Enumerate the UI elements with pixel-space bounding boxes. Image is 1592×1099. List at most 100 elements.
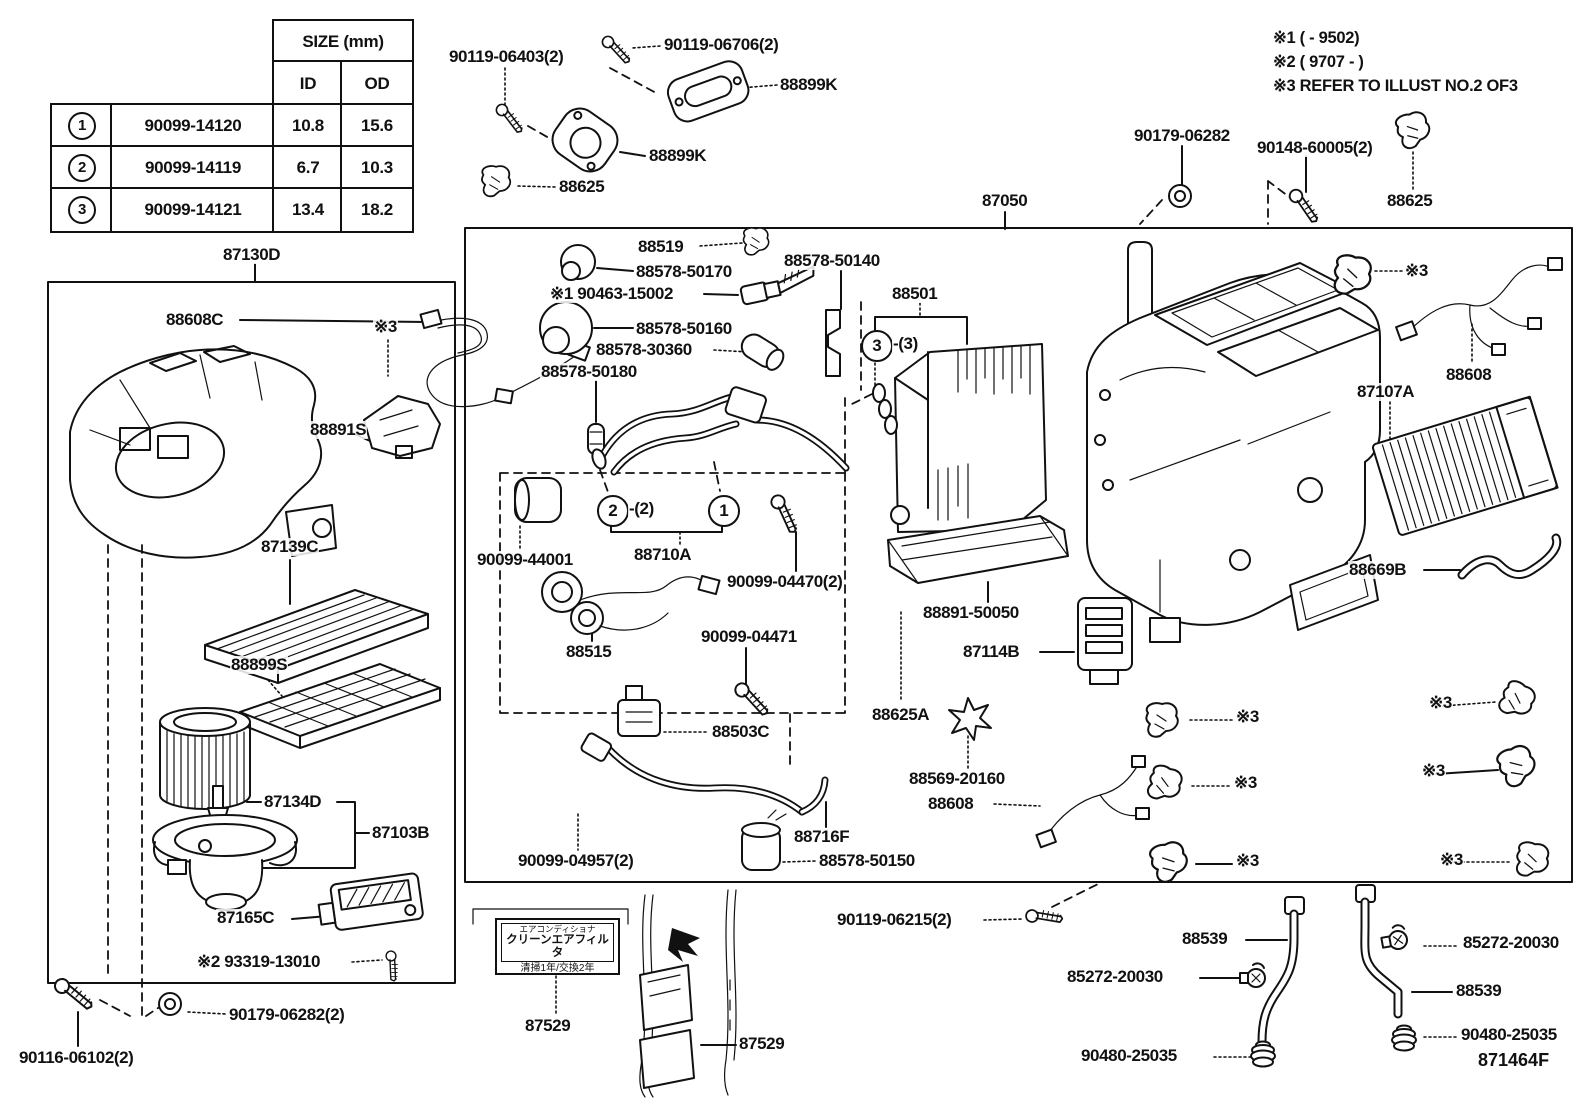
vacuum-valve-88503C-art: [617, 685, 661, 737]
part-label-88899k: 88899K: [648, 146, 708, 165]
heater-core-87107A-art: [1371, 395, 1559, 536]
blower-case-art: [69, 345, 337, 559]
part-label-88899k: 88899K: [779, 75, 839, 94]
filter-info-plate-inner: エアコンディショナ クリーンエアフィルタ: [501, 923, 614, 962]
leader-lines: [77, 45, 1513, 1058]
clip-ref3-icon: [1494, 676, 1541, 724]
note-2: ※2 ( 9707 - ): [1273, 53, 1364, 71]
valve-90463-15002-art: [739, 265, 815, 306]
drain-hose-88539-left-art: [1257, 896, 1305, 1047]
part-label-88625: 88625: [558, 177, 606, 196]
part-label-88578-50140: 88578-50140: [783, 251, 881, 270]
wire-harness-88515-art: [541, 571, 721, 635]
part-label-88578-50160: 88578-50160: [635, 319, 733, 338]
part-label-90179-06282-2: 90179-06282(2): [228, 1005, 346, 1024]
resistor-87114B-art: [1077, 597, 1133, 685]
part-label-88716f: 88716F: [793, 827, 851, 846]
part-label-88501: 88501: [891, 284, 939, 303]
part-label-3: ※3: [1421, 761, 1446, 780]
screw-90099-04471-icon: [729, 680, 775, 717]
clip-ref3-icon: [1143, 761, 1187, 807]
ref-circle-2: 2: [68, 154, 96, 182]
clip-ref3-icon: [1146, 838, 1193, 886]
size-table-od-header: OD: [340, 60, 414, 107]
size-table-id-cell: 10.8: [272, 103, 344, 149]
part-label-88608: 88608: [1445, 365, 1493, 384]
ref-circle-1: 1: [68, 112, 96, 140]
part-label-87529: 87529: [524, 1016, 572, 1035]
drain-hose-88539-right-art: [1355, 884, 1403, 1019]
part-label-1-90463-15002: ※1 90463-15002: [549, 284, 675, 303]
screw-90119-06215-icon: [1023, 900, 1064, 933]
gasket-88899K-mid-art: [551, 107, 619, 173]
part-label-88608c: 88608C: [165, 310, 225, 329]
plate-line-3: 清掃1年/交換2年: [520, 963, 595, 974]
hvac-housing-art: [1086, 241, 1381, 643]
screw-90119-06706-icon: [597, 34, 636, 65]
nut-90179-06282-icon: [158, 992, 182, 1016]
part-label-87139c: 87139C: [260, 537, 320, 556]
clip-ref3-icon: [1493, 741, 1541, 791]
clamp-85272-20030-left-icon: [1239, 962, 1266, 988]
part-label-90148-60005-2: 90148-60005(2): [1256, 138, 1374, 157]
part-label-90099-44001: 90099-44001: [476, 550, 574, 569]
part-label-3: ※3: [1428, 693, 1453, 712]
part-label-90480-25035: 90480-25035: [1080, 1046, 1178, 1065]
note-3: ※3 REFER TO ILLUST NO.2 OF3: [1273, 77, 1518, 95]
part-label-3: ※3: [1404, 261, 1429, 280]
part-label-88578-50150: 88578-50150: [818, 851, 916, 870]
suction-pipe-88716F-art: [580, 732, 829, 816]
blower-motor-87103B-art: [152, 785, 298, 911]
size-table-id-cell: 13.4: [272, 187, 344, 233]
thermistor-harness-88608-bottom-art: [1035, 755, 1150, 849]
size-table-part-cell: 90099-14121: [110, 187, 276, 233]
reference-notes: ※1 ( - 9502) ※2 ( 9707 - ) ※3 REFER TO I…: [1273, 26, 1518, 98]
part-label-88539: 88539: [1455, 981, 1503, 1000]
part-label-3: ※3: [1235, 707, 1260, 726]
screw-93319-13010-icon: [377, 948, 408, 983]
part-label-87103b: 87103B: [371, 823, 431, 842]
part-label-87050: 87050: [981, 191, 1029, 210]
blower-fan-87134D-art: [159, 707, 251, 810]
drain-hose-joint-88625A-art: [948, 697, 992, 741]
ref-circle-3: 3: [68, 196, 96, 224]
filter-frame-88899S-art: [239, 663, 441, 749]
grommet-88578-50170-art: [560, 244, 596, 281]
circled-ref-3: 3: [861, 330, 893, 362]
cooler-unit-boundary-box: [464, 227, 1573, 883]
size-table-ref-cell: 3: [50, 187, 114, 233]
part-label-88515: 88515: [565, 642, 613, 661]
size-table-ref-cell: 2: [50, 145, 114, 191]
clip-88519-icon: [742, 227, 770, 256]
screw-90099-04470-icon: [761, 491, 808, 535]
part-label-88539: 88539: [1181, 929, 1229, 948]
filter-info-plate: エアコンディショナ クリーンエアフィルタ 清掃1年/交換2年: [495, 918, 620, 975]
figure-number: 871464F: [1478, 1050, 1550, 1070]
part-label-3: ※3: [1439, 850, 1464, 869]
part-label-88578-30360: 88578-30360: [595, 340, 693, 359]
part-label-85272-20030: 85272-20030: [1462, 933, 1560, 952]
grommet-88578-50160-art: [539, 301, 593, 355]
blower-unit-boundary-box: [47, 281, 456, 984]
part-label-90099-04957-2: 90099-04957(2): [517, 851, 635, 870]
part-label-88625a: 88625A: [871, 705, 931, 724]
note-1: ※1 ( - 9502): [1273, 29, 1360, 47]
part-label-90119-06706-2: 90119-06706(2): [663, 35, 780, 54]
size-table-part-cell: 90099-14119: [110, 145, 276, 191]
screw-90119-06403-icon: [490, 101, 530, 135]
part-label-87107a: 87107A: [1356, 382, 1416, 401]
clamp-88625-topleft-icon: [481, 165, 512, 198]
sleeve-88578-30360-art: [740, 333, 785, 371]
circled-ref-1: 1: [708, 495, 740, 527]
cap-90480-25035-left-icon: [1250, 1040, 1276, 1068]
part-label-3: ※3: [1233, 773, 1258, 792]
part-label-2-93319-13010: ※2 93319-13010: [196, 952, 322, 971]
evaporator-88501-art: [872, 343, 1047, 533]
part-label-85272-20030: 85272-20030: [1066, 967, 1164, 986]
nut-90179-06282-top-icon: [1168, 184, 1192, 208]
part-label-88899s: 88899S: [230, 655, 289, 674]
part-label-88891-50050: 88891-50050: [922, 603, 1020, 622]
circled-ref-suffix-2: -(2): [628, 499, 655, 518]
